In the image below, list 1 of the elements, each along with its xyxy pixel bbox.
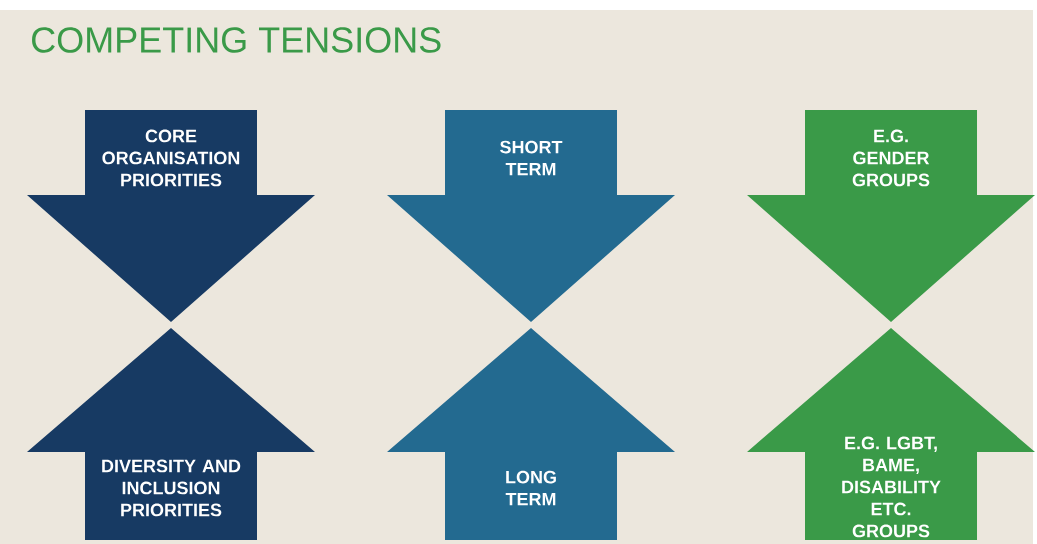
title: COMPETING TENSIONS <box>32 27 441 53</box>
